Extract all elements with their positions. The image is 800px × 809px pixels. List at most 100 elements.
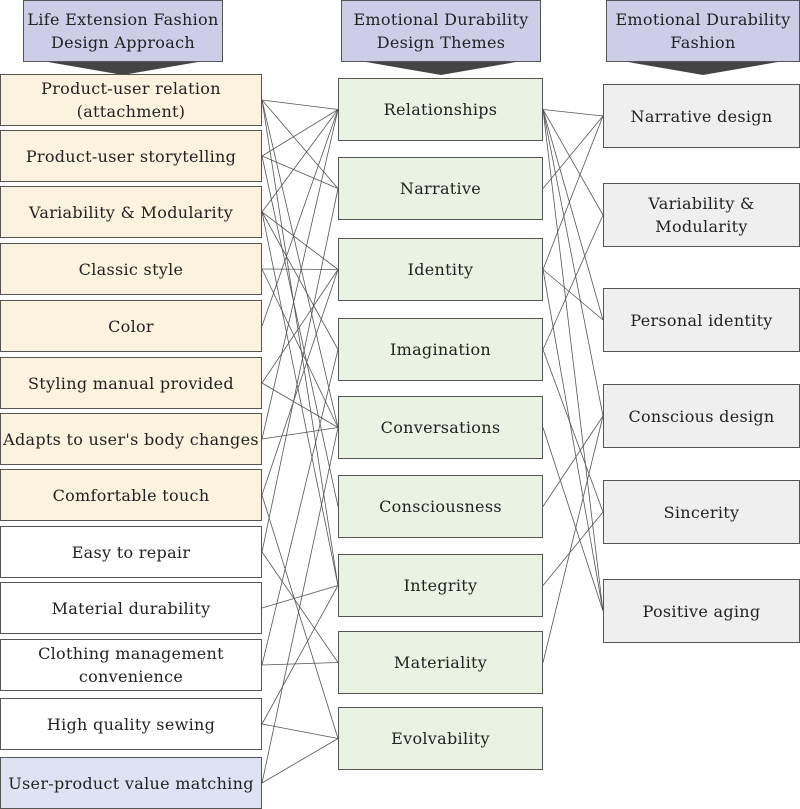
fashion-item-4: Sincerity xyxy=(603,480,800,544)
theme-item-5: Consciousness xyxy=(338,475,543,538)
theme-item-6: Integrity xyxy=(338,554,543,617)
approach-item-10: Clothing management convenience xyxy=(0,639,262,691)
link-approach-11-theme-8 xyxy=(261,723,339,739)
approach-item-label: Styling manual provided xyxy=(28,373,234,393)
theme-item-7: Materiality xyxy=(338,631,543,694)
link-theme-2-fashion-0 xyxy=(542,115,604,270)
link-theme-0-fashion-0 xyxy=(542,109,604,117)
link-approach-3-theme-2 xyxy=(261,268,339,270)
link-theme-1-fashion-0 xyxy=(542,115,604,189)
theme-item-label: Narrative xyxy=(399,179,482,198)
header-fashion-line2: Fashion xyxy=(670,33,736,52)
link-approach-5-theme-2 xyxy=(261,269,339,384)
header-fashion-line1: Emotional Durability xyxy=(615,10,791,29)
link-approach-2-theme-6 xyxy=(261,211,339,586)
approach-item-1: Product-user storytelling xyxy=(0,130,262,182)
link-approach-2-theme-3 xyxy=(261,211,339,350)
theme-item-3: Imagination xyxy=(338,318,543,381)
theme-item-2: Identity xyxy=(338,238,543,301)
link-approach-4-theme-0 xyxy=(261,109,339,327)
link-theme-0-fashion-5 xyxy=(542,109,604,612)
theme-item-label: Integrity xyxy=(403,576,478,595)
link-theme-2-fashion-5 xyxy=(542,269,604,612)
fashion-item-label: Conscious design xyxy=(628,406,775,426)
theme-item-4: Conversations xyxy=(338,396,543,459)
link-theme-3-fashion-1 xyxy=(542,214,604,350)
approach-item-label: Clothing management xyxy=(38,644,224,663)
theme-item-1: Narrative xyxy=(338,157,543,220)
link-approach-1-theme-0 xyxy=(261,109,339,157)
header-themes-line2: Design Themes xyxy=(376,33,506,52)
approach-item-8: Easy to repair xyxy=(0,526,262,578)
link-approach-1-theme-1 xyxy=(261,155,339,189)
approach-item-label: Classic style xyxy=(78,259,184,279)
link-approach-0-theme-4 xyxy=(261,99,339,428)
approach-item-5: Styling manual provided xyxy=(0,357,262,409)
link-approach-8-theme-7 xyxy=(261,551,339,663)
link-theme-3-fashion-4 xyxy=(542,349,604,513)
theme-item-label: Materiality xyxy=(393,653,488,672)
fashion-item-0: Narrative design xyxy=(603,84,800,148)
link-approach-2-theme-2 xyxy=(261,211,339,270)
approach-item-0: Product-user relation (attachment) xyxy=(0,74,262,126)
link-theme-5-fashion-3 xyxy=(542,415,604,507)
approach-item-9: Material durability xyxy=(0,582,262,634)
link-approach-9-theme-6 xyxy=(261,585,339,609)
approach-item-11: High quality sewing xyxy=(0,698,262,750)
approach-item-12: User-product value matching xyxy=(0,757,262,809)
approach-item-label: Color xyxy=(108,316,154,336)
approach-item-label: Product-user relation xyxy=(41,79,221,98)
link-approach-0-theme-1 xyxy=(261,99,339,189)
fashion-item-1: Variability & Modularity xyxy=(603,183,800,247)
fashion-item-label: Sincerity xyxy=(663,502,740,522)
approach-item-label: (attachment) xyxy=(76,102,186,121)
header-approach-line1: Life Extension Fashion xyxy=(27,10,219,29)
link-approach-2-theme-0 xyxy=(261,109,339,213)
approach-item-label: Comfortable touch xyxy=(52,485,210,505)
header-fashion-arrow xyxy=(628,62,778,75)
link-approach-0-theme-0 xyxy=(261,99,339,110)
fashion-item-2: Personal identity xyxy=(603,288,800,352)
fashion-item-label: Modularity xyxy=(655,217,748,236)
theme-item-8: Evolvability xyxy=(338,707,543,770)
link-approach-8-theme-1 xyxy=(261,188,339,553)
link-approach-6-theme-4 xyxy=(261,427,339,440)
approach-item-7: Comfortable touch xyxy=(0,469,262,521)
approach-item-label: Material durability xyxy=(51,598,211,618)
link-theme-4-fashion-5 xyxy=(542,427,604,612)
approach-item-label: Product-user storytelling xyxy=(25,146,237,166)
link-approach-11-theme-6 xyxy=(261,585,339,725)
link-theme-0-fashion-3 xyxy=(542,109,604,417)
theme-item-label: Consciousness xyxy=(379,497,502,516)
fashion-item-label: Variability & xyxy=(648,194,755,213)
link-approach-10-theme-7 xyxy=(261,662,339,666)
theme-item-0: Relationships xyxy=(338,78,543,141)
link-approach-1-theme-5 xyxy=(261,155,339,507)
theme-item-label: Relationships xyxy=(383,100,498,119)
link-approach-6-theme-0 xyxy=(261,109,339,440)
fashion-item-3: Conscious design xyxy=(603,384,800,448)
link-theme-2-fashion-2 xyxy=(542,269,604,321)
approach-item-3: Classic style xyxy=(0,243,262,295)
fashion-item-5: Positive aging xyxy=(603,579,800,643)
fashion-item-label: Positive aging xyxy=(642,601,761,621)
header-approach-arrow xyxy=(48,62,198,75)
approach-item-label: Adapts to user's body changes xyxy=(3,429,259,449)
approach-item-label: Easy to repair xyxy=(71,542,191,562)
theme-item-label: Evolvability xyxy=(391,729,490,748)
approach-item-label: convenience xyxy=(78,667,184,686)
header-themes-line1: Emotional Durability xyxy=(353,10,529,29)
link-approach-0-theme-6 xyxy=(261,99,339,586)
link-theme-0-fashion-1 xyxy=(542,109,604,216)
link-approach-12-theme-4 xyxy=(261,427,339,784)
link-approach-12-theme-8 xyxy=(261,738,339,784)
link-approach-5-theme-4 xyxy=(261,382,339,428)
header-approach-line2: Design Approach xyxy=(51,33,195,52)
fashion-item-label: Narrative design xyxy=(630,106,773,126)
link-approach-7-theme-2 xyxy=(261,269,339,496)
fashion-item-label: Personal identity xyxy=(630,310,773,330)
